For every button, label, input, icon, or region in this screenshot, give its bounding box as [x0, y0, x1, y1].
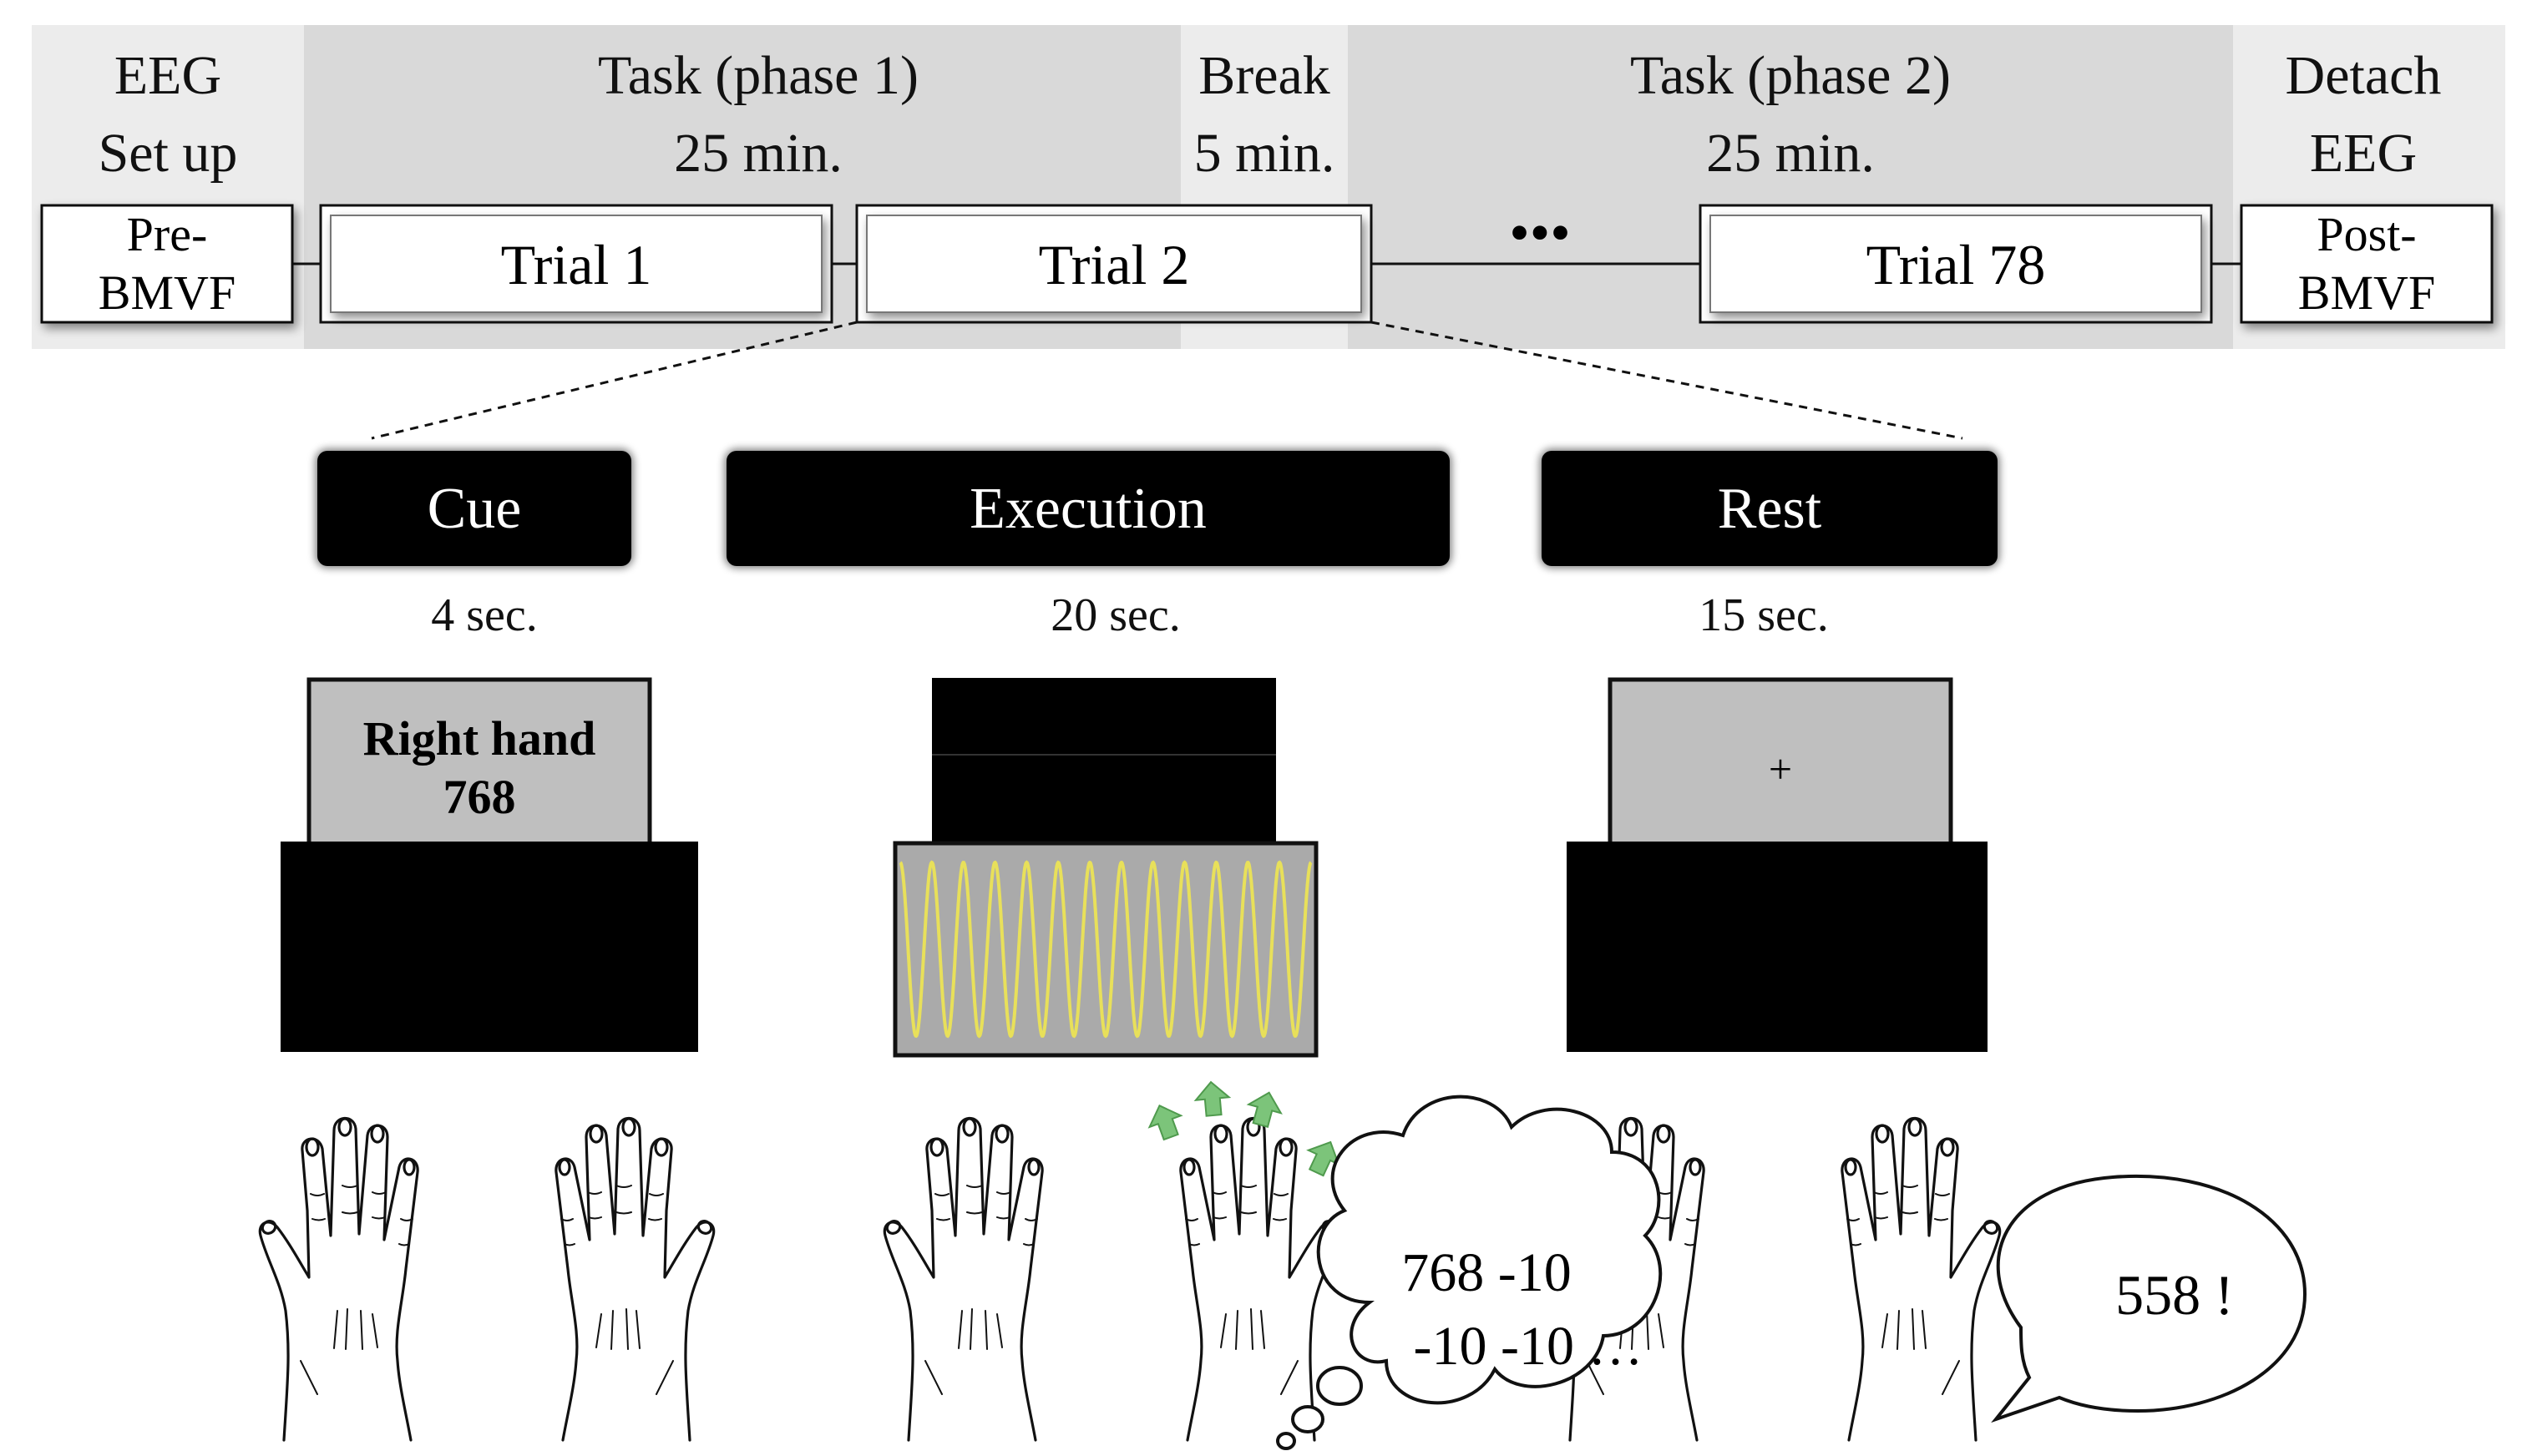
hand-icon	[258, 1116, 419, 1442]
hand-icon	[1841, 1116, 2002, 1442]
segment-phase2-line2: 25 min.	[1706, 123, 1875, 184]
segment-phase1-line1: Task (phase 1)	[598, 45, 919, 106]
stage-rest-duration: 15 sec.	[1699, 589, 1829, 641]
trial-78-label: Trial 78	[1866, 233, 2046, 296]
finger-tap-arrow-icon	[1193, 1079, 1232, 1118]
trial-2-label: Trial 2	[1039, 233, 1190, 296]
trial-box-1: Trial 1	[319, 204, 833, 324]
segment-break-line2: 5 min.	[1194, 123, 1335, 184]
stage-rest: Rest 15 sec.	[1540, 449, 1999, 641]
rest-screen: +	[1567, 677, 1988, 1052]
cue-screen-line1: Right hand	[363, 711, 596, 766]
hands-cue	[258, 1116, 716, 1442]
thought-line1: 768 -10	[1401, 1242, 1571, 1303]
segment-phase2-line1: Task (phase 2)	[1630, 45, 1951, 106]
trial-box-78: Trial 78	[1699, 204, 2213, 324]
finger-tap-arrow-icon	[1142, 1099, 1188, 1144]
stage-cue-duration: 4 sec.	[431, 589, 538, 641]
stage-execution-duration: 20 sec.	[1051, 589, 1181, 641]
execution-screen	[893, 678, 1319, 1058]
hand-icon	[883, 1116, 1044, 1442]
thought-line2: -10 -10 …	[1414, 1316, 1643, 1377]
post-bmvf-line1: Post-	[2317, 207, 2416, 261]
segment-setup-line1: EEG	[114, 45, 221, 106]
trial-ellipsis: •••	[1509, 201, 1571, 265]
pre-bmvf-line2: BMVF	[99, 265, 235, 320]
pre-bmvf-line1: Pre-	[127, 207, 208, 261]
speech-bubble-icon: 558 !	[1991, 1174, 2307, 1423]
stage-cue-label: Cue	[428, 477, 522, 541]
stage-execution-label: Execution	[970, 477, 1207, 541]
post-bmvf-line2: BMVF	[2298, 265, 2435, 320]
segment-detach-line1: Detach	[2286, 45, 2442, 106]
segment-setup-line2: Set up	[99, 123, 238, 184]
stage-rest-label: Rest	[1718, 477, 1822, 541]
pre-bmvf-box: Pre- BMVF	[40, 204, 294, 324]
finger-tap-arrow-icon	[1243, 1087, 1287, 1130]
zoom-lines	[371, 321, 1963, 440]
segment-detach-line2: EEG	[2310, 123, 2417, 184]
segment-phase1-line2: 25 min.	[674, 123, 843, 184]
cue-screen-line2: 768	[443, 770, 516, 824]
speech-text: 558 !	[2115, 1263, 2234, 1327]
cue-screen: Right hand 768	[281, 677, 698, 1052]
stage-cue: Cue 4 sec.	[316, 449, 633, 641]
trial-box-2: Trial 2	[855, 204, 1373, 324]
timeline: EEG Set up Task (phase 1) 25 min. Break …	[32, 25, 2505, 349]
stage-execution: Execution 20 sec.	[725, 449, 1451, 641]
sine-wave-stimulus	[899, 860, 1313, 1039]
segment-break-line1: Break	[1198, 45, 1330, 106]
trial-1-label: Trial 1	[501, 233, 652, 296]
hand-icon	[555, 1116, 716, 1442]
hands-execution	[883, 1079, 1347, 1442]
post-bmvf-box: Post- BMVF	[2240, 204, 2494, 324]
thought-bubble-icon: 768 -10 -10 -10 …	[1276, 1095, 1663, 1450]
rest-fixation-cross: +	[1769, 746, 1792, 792]
